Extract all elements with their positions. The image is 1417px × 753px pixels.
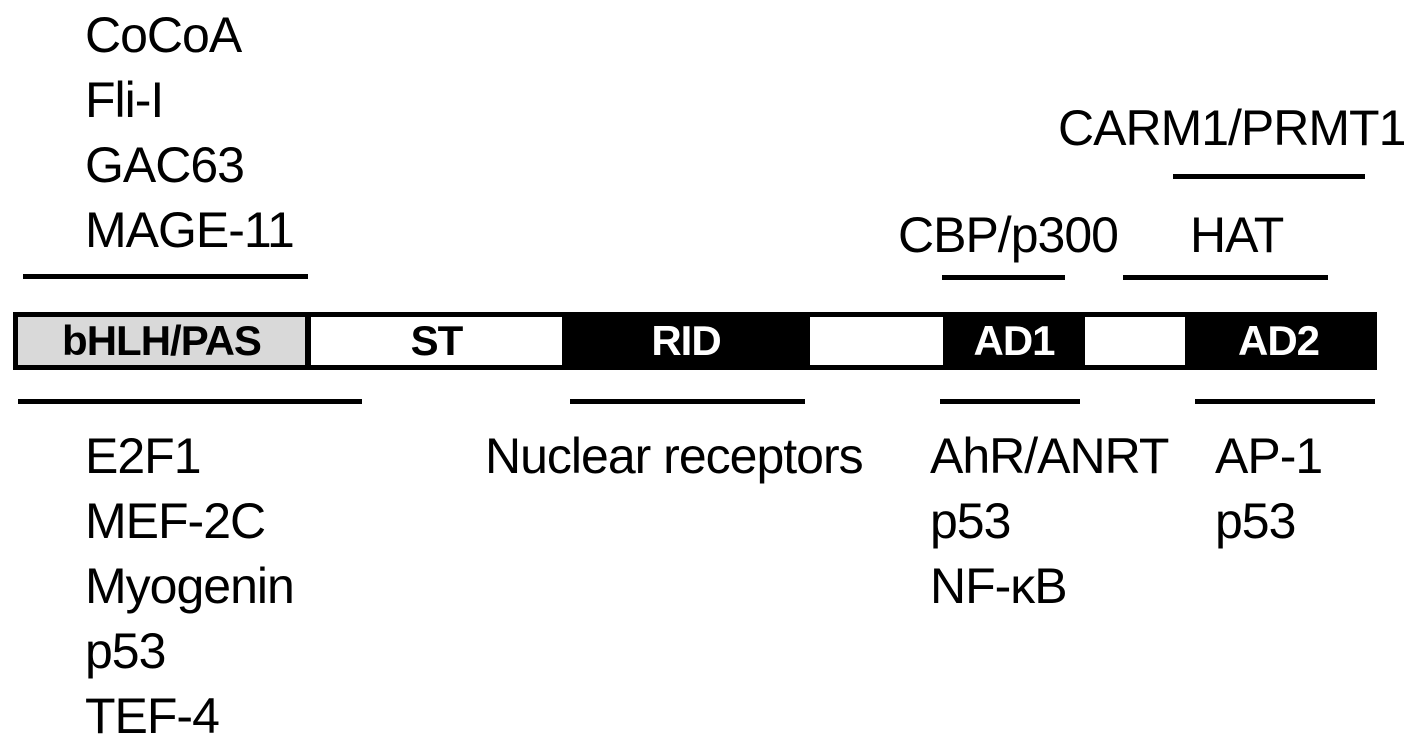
interactor-label: Nuclear receptors <box>485 428 864 484</box>
cbp-p300-bracket-line <box>942 275 1065 280</box>
domain-bar: bHLH/PAS ST RID AD1 AD2 <box>13 312 1377 370</box>
domain-segment-label: AD1 <box>973 317 1055 364</box>
domain-segment-st: ST <box>311 317 562 365</box>
interactor-label: p53 <box>930 493 1011 549</box>
interactor-label: p53 <box>1215 493 1296 549</box>
interactor-label: MAGE-11 <box>85 202 295 258</box>
carm1-prmt1-label: CARM1/PRMT1 <box>1058 100 1406 156</box>
domain-segment-label: ST <box>410 317 464 364</box>
hat-label: HAT <box>1190 207 1284 263</box>
ad1-interactors-list: AhR/ANRT p53 NF-κB <box>930 424 1169 619</box>
bhlh-pas-top-interactors-list: CoCoA Fli-I GAC63 MAGE-11 <box>85 3 295 263</box>
domain-segment-label: RID <box>651 317 721 364</box>
interactor-label: TEF-4 <box>85 688 220 744</box>
ad1-bracket-line <box>940 399 1080 404</box>
domain-segment-ad2: AD2 <box>1185 317 1372 365</box>
interactor-label: MEF-2C <box>85 493 266 549</box>
interactor-label: p53 <box>85 623 166 679</box>
rid-interactors-list: Nuclear receptors <box>485 424 864 489</box>
domain-spacer <box>810 317 943 365</box>
domain-segment-rid: RID <box>562 317 810 365</box>
domain-segment-label: AD2 <box>1237 317 1320 364</box>
domain-segment-bhlh-pas: bHLH/PAS <box>18 317 311 365</box>
rid-bracket-line <box>570 399 805 404</box>
interactor-label: GAC63 <box>85 137 245 193</box>
interactor-label: AP-1 <box>1215 428 1323 484</box>
cbp-p300-label: CBP/p300 <box>898 207 1119 263</box>
domain-spacer <box>1085 317 1185 365</box>
interactor-label: Myogenin <box>85 558 295 614</box>
interactor-label: E2F1 <box>85 428 202 484</box>
interactor-label: CoCoA <box>85 7 242 63</box>
hat-bracket-line <box>1123 275 1328 280</box>
bhlh-pas-top-bracket-line <box>23 274 308 279</box>
bhlh-pas-bottom-interactors-list: E2F1 MEF-2C Myogenin p53 TEF-4 <box>85 424 295 749</box>
bhlh-pas-bottom-bracket-line <box>18 399 362 404</box>
interactor-label: NF-κB <box>930 558 1068 614</box>
interactor-label: AhR/ANRT <box>930 428 1169 484</box>
ad2-bracket-line <box>1195 399 1375 404</box>
domain-segment-label: bHLH/PAS <box>62 317 262 364</box>
domain-segment-ad1: AD1 <box>943 317 1085 365</box>
interactor-label: Fli-I <box>85 72 164 128</box>
ad2-interactors-list: AP-1 p53 <box>1215 424 1323 554</box>
carm1-prmt1-bracket-line <box>1173 174 1365 179</box>
